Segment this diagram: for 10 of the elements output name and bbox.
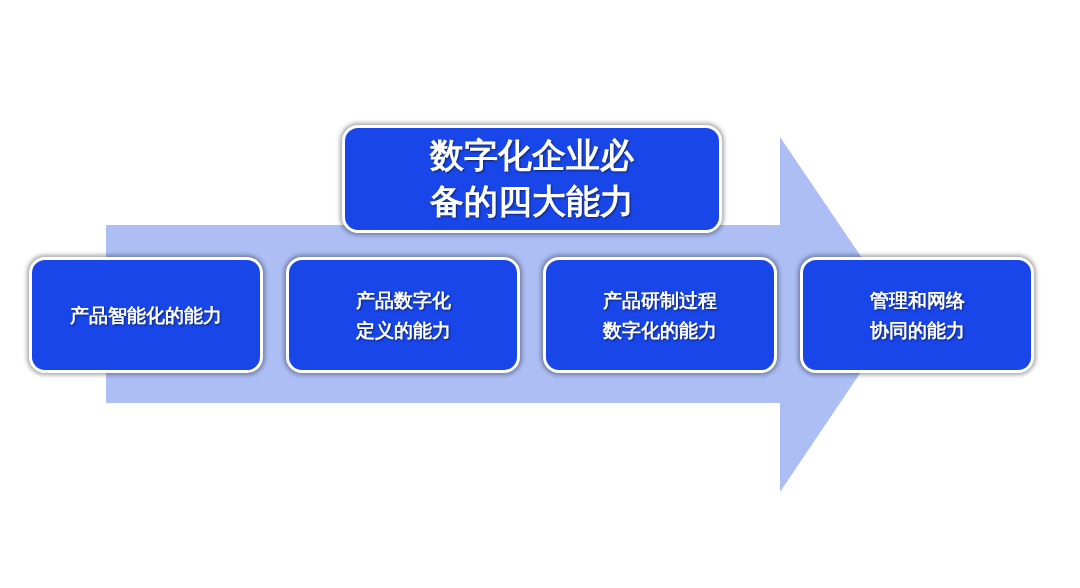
- process-box: [543, 257, 777, 373]
- process-box: [342, 125, 722, 233]
- process-box: [286, 257, 520, 373]
- box-label: 管理和网络协同的能力: [868, 287, 966, 343]
- process-box: [800, 257, 1034, 373]
- box-label: 产品数字化定义的能力: [354, 287, 452, 343]
- box-label: 产品智能化的能力: [70, 302, 222, 328]
- heading-text: 数字化企业必备的四大能力: [428, 134, 635, 223]
- box-label: 产品研制过程数字化的能力: [602, 287, 718, 343]
- process-box: [29, 257, 263, 373]
